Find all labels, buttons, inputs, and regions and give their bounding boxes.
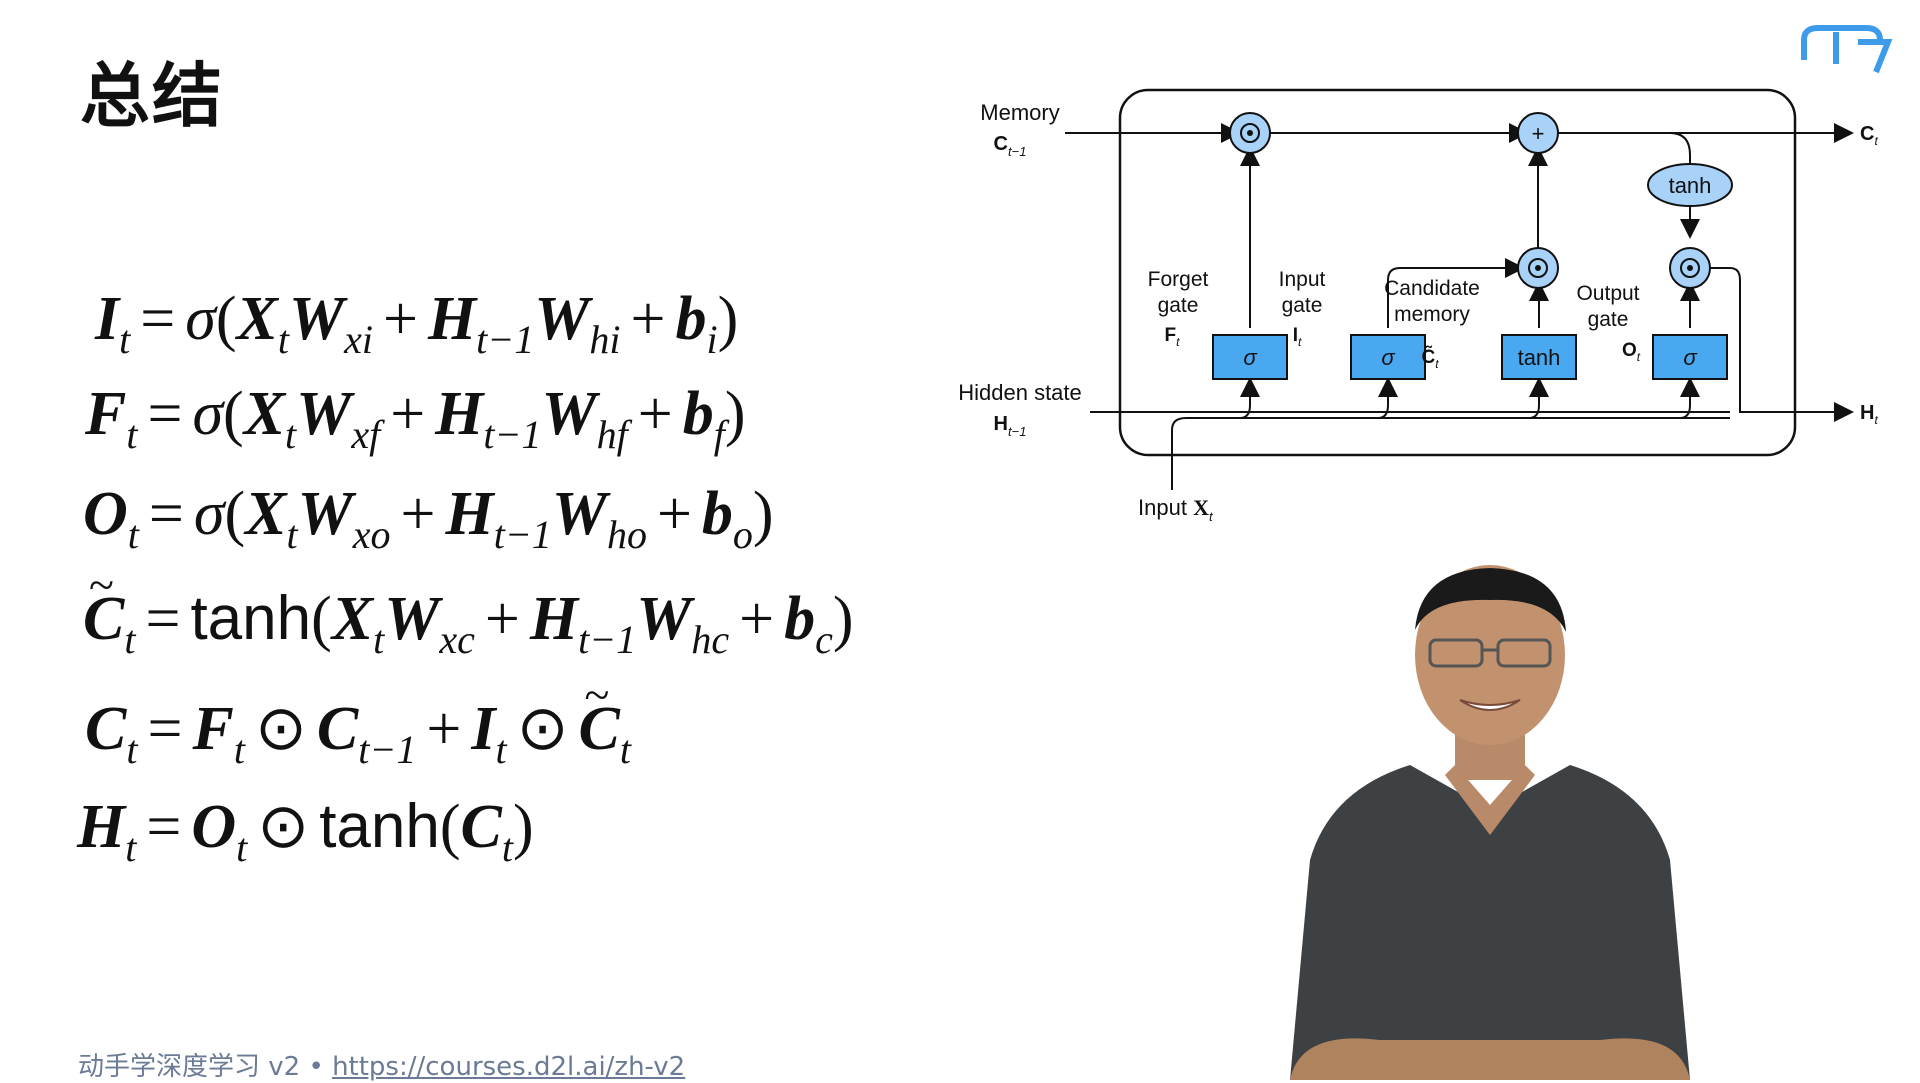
output-sub: t <box>1637 350 1641 364</box>
out-c-var: C <box>1860 123 1874 145</box>
equation-candidate-memory: Ct=tanh(XtWxc+Ht−1Whc+bc) <box>83 562 854 660</box>
equation-output-gate: Ot=σ(XtWxo+Ht−1Who+bo) <box>83 480 774 557</box>
output-sigma: σ <box>1683 345 1697 370</box>
equation-memory-cell: Ct=Ft⊙Ct−1+It⊙Ct <box>85 672 631 770</box>
input-gate-sub: t <box>1298 335 1302 349</box>
presenter-video <box>1290 565 1690 1080</box>
candidate-label-1: Candidate <box>1384 277 1480 300</box>
candidate-var: C̃ <box>1421 345 1435 368</box>
input-sigma: σ <box>1381 345 1395 370</box>
output-mult-to-hidden-line <box>1703 267 1854 422</box>
forget-mult-node <box>1229 112 1271 154</box>
candidate-sub: t <box>1435 357 1439 371</box>
output-gate-label-1: Output <box>1576 282 1639 305</box>
forget-sigma: σ <box>1243 345 1257 370</box>
input-gate-label-1: Input <box>1279 268 1326 291</box>
bus-to-candidate <box>1528 377 1549 419</box>
footer: 动手学深度学习 v2 • https://courses.d2l.ai/zh-v… <box>78 1046 685 1083</box>
plus-node: + <box>1517 112 1559 154</box>
footer-link[interactable]: https://courses.d2l.ai/zh-v2 <box>332 1052 686 1082</box>
logo-icon <box>1801 25 1893 74</box>
slide-title: 总结 <box>80 55 224 137</box>
svg-text:Ft: Ft <box>1165 325 1181 349</box>
input-mult-node <box>1517 247 1559 289</box>
bus-to-output-gate <box>1679 377 1700 419</box>
out-c-sub: t <box>1874 134 1878 148</box>
svg-text:It: It <box>1293 325 1302 349</box>
hidden-state-label: Hidden state <box>958 380 1082 405</box>
input-gate-box: σ <box>1350 334 1426 380</box>
candidate-label-2: memory <box>1394 303 1470 326</box>
memory-tanh-node: tanh <box>1647 163 1733 207</box>
forget-sub: t <box>1176 335 1180 349</box>
input-gate-to-mult-line <box>1387 258 1525 328</box>
svg-text:Ht: Ht <box>1860 402 1878 427</box>
equation-hidden-state: Ht=Ot⊙tanh(Ct) <box>77 792 534 870</box>
bus-to-input-gate <box>1377 377 1398 419</box>
output-gate-label-2: gate <box>1588 308 1629 331</box>
equation-input-gate: It=σ(XtWxi+Ht−1Whi+bi) <box>95 285 739 362</box>
input-gate-label-2: gate <box>1282 294 1323 317</box>
equation-forget-gate: Ft=σ(XtWxf+Ht−1Whf+bf) <box>85 380 746 457</box>
output-mult-node <box>1669 247 1711 289</box>
memory-sub: t−1 <box>1008 144 1026 159</box>
lstm-diagram: + tanh σ σ tanh σ Memory Ct−1 Hidden sta… <box>958 88 1878 524</box>
bus-to-forget <box>1239 377 1260 419</box>
memory-label: Memory <box>980 100 1059 125</box>
svg-text:Ct: Ct <box>1860 123 1878 148</box>
memory-tanh-label: tanh <box>1669 173 1712 198</box>
hidden-sub: t−1 <box>1008 424 1026 439</box>
out-h-var: H <box>1860 402 1874 424</box>
out-h-sub: t <box>1874 413 1878 427</box>
svg-text:Ot: Ot <box>1622 340 1641 364</box>
svg-text:Input Xt: Input Xt <box>1138 495 1214 524</box>
forget-var: F <box>1165 325 1177 346</box>
footer-text: 动手学深度学习 v2 • <box>78 1052 333 1082</box>
memory-to-tanh-line <box>1669 132 1691 164</box>
hidden-var: H <box>994 413 1008 435</box>
forget-gate-box: σ <box>1212 334 1288 380</box>
candidate-box: tanh <box>1501 334 1577 380</box>
input-gate-var: I <box>1293 325 1298 346</box>
output-gate-box: σ <box>1652 334 1728 380</box>
memory-var: C <box>994 133 1008 155</box>
input-x-line <box>1171 417 1730 490</box>
candidate-tanh: tanh <box>1518 345 1561 370</box>
input-x-sub: t <box>1209 509 1214 524</box>
input-x-var: X <box>1193 495 1209 520</box>
plus-label: + <box>1532 121 1545 146</box>
lstm-cell-border <box>1118 88 1797 457</box>
svg-text:Ct−1: Ct−1 <box>994 133 1027 159</box>
forget-gate-label-1: Forget <box>1148 268 1209 291</box>
forget-gate-label-2: gate <box>1158 294 1199 317</box>
svg-text:C̃t: C̃t <box>1421 345 1439 371</box>
input-x-label: Input <box>1138 495 1187 520</box>
svg-text:Ht−1: Ht−1 <box>994 413 1027 439</box>
output-var: O <box>1622 340 1637 361</box>
